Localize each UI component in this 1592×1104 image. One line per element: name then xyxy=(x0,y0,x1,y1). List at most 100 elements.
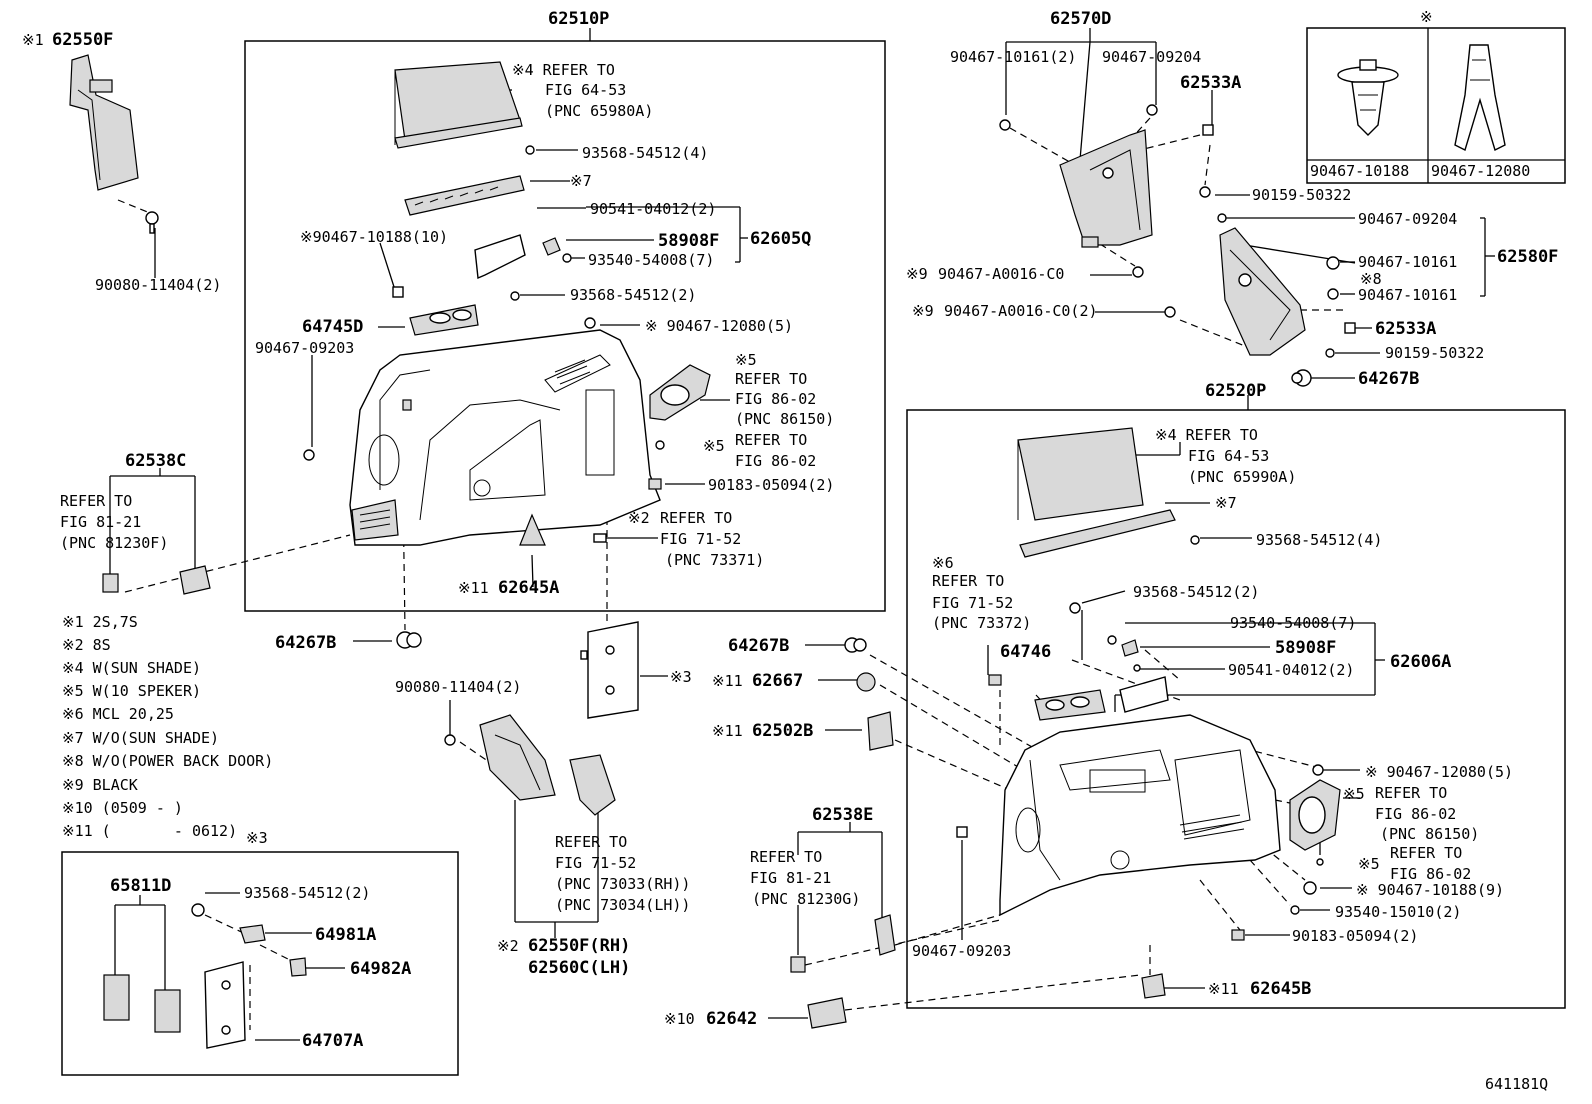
label-l093: ※ 90467-10188(9) xyxy=(1356,881,1504,899)
box-62510p xyxy=(244,40,886,612)
label-l049: 90467-09204 xyxy=(1102,48,1201,66)
label-l043: (PNC 73034(LH)) xyxy=(555,896,690,914)
detail-part-64707a: 64707A xyxy=(302,1031,363,1051)
detail-part-64981a: 64981A xyxy=(315,925,376,945)
note-item: ※5 W(10 SPEKER) xyxy=(62,682,201,700)
label-l097: FIG 81-21 xyxy=(750,869,831,887)
label-l064: 62520P xyxy=(1205,381,1266,401)
label-l080: 90541-04012(2) xyxy=(1228,661,1354,679)
label-l066: FIG 64-53 xyxy=(1188,447,1269,465)
label-l009: ※7 xyxy=(570,172,592,190)
clip-box-right-part: 90467-12080 xyxy=(1431,162,1530,180)
label-l072: FIG 71-52 xyxy=(932,594,1013,612)
label-l026: 90183-05094(2) xyxy=(708,476,834,494)
label-l094: 93540-15010(2) xyxy=(1335,903,1461,921)
label-l018: 90467-09203 xyxy=(255,339,354,357)
note-item: ※8 W/O(POWER BACK DOOR) xyxy=(62,752,273,770)
label-l036: 62645A xyxy=(498,578,559,598)
label-l101: ※11 xyxy=(1208,980,1239,998)
label-l088: FIG 86-02 xyxy=(1375,805,1456,823)
label-l055: ※8 xyxy=(1360,270,1382,288)
label-l074: 93568-54512(2) xyxy=(1133,583,1259,601)
note-item: ※6 MCL 20,25 xyxy=(62,705,174,723)
label-l005: ※4 REFER TO xyxy=(512,61,615,79)
text-labels: ※1 62550F 90080-11404(2) 62510P ※4 REFER… xyxy=(22,9,1558,1029)
note-item: ※1 2S,7S xyxy=(62,613,138,631)
label-l051: 90159-50322 xyxy=(1252,186,1351,204)
note-item: ※11 ( - 0612) xyxy=(62,822,237,840)
box-detail-3 xyxy=(61,851,459,1076)
detail-part-64982a: 64982A xyxy=(350,959,411,979)
label-l038: ※3 xyxy=(670,668,692,686)
label-l010: 90541-04012(2) xyxy=(590,200,716,218)
label-l061: 62533A xyxy=(1375,319,1436,339)
label-l048: 90467-10161(2) xyxy=(950,48,1076,66)
box-clip-detail xyxy=(1306,27,1566,184)
label-l084: 62502B xyxy=(752,721,813,741)
label-l011: ※90467-10188(10) xyxy=(300,228,448,246)
label-l085: ※ 90467-12080(5) xyxy=(1365,763,1513,781)
label-l096: REFER TO xyxy=(750,848,822,866)
label-l016: 64745D xyxy=(302,317,363,337)
note-item: ※2 8S xyxy=(62,636,111,654)
label-l103: ※10 xyxy=(664,1010,695,1028)
note-item: ※4 W(SUN SHADE) xyxy=(62,659,201,677)
detail-part-93568: 93568-54512(2) xyxy=(244,884,370,902)
label-l089: (PNC 86150) xyxy=(1380,825,1479,843)
label-l060: 90467-A0016-C0(2) xyxy=(944,302,1098,320)
label-l008: 93568-54512(4) xyxy=(582,144,708,162)
box-62520p xyxy=(906,409,1566,1009)
label-l041: FIG 71-52 xyxy=(555,854,636,872)
label-l001: ※1 xyxy=(22,31,44,49)
label-l004: 62510P xyxy=(548,9,609,29)
label-l050: 62533A xyxy=(1180,73,1241,93)
label-l078: 62606A xyxy=(1390,652,1451,672)
label-l090: ※5 xyxy=(1358,855,1380,873)
label-l039: 90080-11404(2) xyxy=(395,678,521,696)
label-l099: 90467-09203 xyxy=(912,942,1011,960)
label-l027: 62538C xyxy=(125,451,186,471)
label-l022: (PNC 86150) xyxy=(735,410,834,428)
label-l035: ※11 xyxy=(458,579,489,597)
clip-box-left-part: 90467-10188 xyxy=(1310,162,1409,180)
label-l069: 93568-54512(4) xyxy=(1256,531,1382,549)
label-l063: 64267B xyxy=(1358,369,1419,389)
label-l014: 93540-54008(7) xyxy=(588,251,714,269)
label-l056: 90467-10161 xyxy=(1358,286,1457,304)
clip-box-mark: ※ xyxy=(1420,8,1433,26)
label-l046: 62560C(LH) xyxy=(528,958,630,978)
label-l102: 62645B xyxy=(1250,979,1311,999)
label-l054: 90467-10161 xyxy=(1358,253,1457,271)
label-l030: (PNC 81230F) xyxy=(60,534,168,552)
label-l075: 93540-54008(7) xyxy=(1230,614,1356,632)
label-l065: ※4 REFER TO xyxy=(1155,426,1258,444)
label-l045: 62550F(RH) xyxy=(528,936,630,956)
detail-box-mark: ※3 xyxy=(246,829,268,847)
label-l079: 64746 xyxy=(1000,642,1051,662)
label-l003: 90080-11404(2) xyxy=(95,276,221,294)
note-item: ※10 (0509 - ) xyxy=(62,799,183,817)
label-l070: ※6 xyxy=(932,554,954,572)
label-l032: REFER TO xyxy=(660,509,732,527)
label-l007: (PNC 65980A) xyxy=(545,102,653,120)
label-l098: (PNC 81230G) xyxy=(752,890,860,908)
label-l019: ※5 xyxy=(735,351,757,369)
label-l073: (PNC 73372) xyxy=(932,614,1031,632)
label-l006: FIG 64-53 xyxy=(545,81,626,99)
label-l091: REFER TO xyxy=(1390,844,1462,862)
notes-list: ※1 2S,7S ※2 8S ※4 W(SUN SHADE) ※5 W(10 S… xyxy=(62,613,273,840)
label-l082: 62667 xyxy=(752,671,803,691)
clip-left-drawing xyxy=(1337,59,1399,136)
label-l053: 62580F xyxy=(1497,247,1558,267)
note-item: ※7 W/O(SUN SHADE) xyxy=(62,729,219,747)
label-l033: FIG 71-52 xyxy=(660,530,741,548)
label-l031: ※2 xyxy=(628,509,650,527)
label-l020: REFER TO xyxy=(735,370,807,388)
label-l040: REFER TO xyxy=(555,833,627,851)
footer-code: 641181Q xyxy=(1485,1075,1548,1093)
label-l037: 64267B xyxy=(275,633,336,653)
label-l057: ※9 xyxy=(906,265,928,283)
label-l092: FIG 86-02 xyxy=(1390,865,1471,883)
label-l077: 58908F xyxy=(1275,638,1336,658)
